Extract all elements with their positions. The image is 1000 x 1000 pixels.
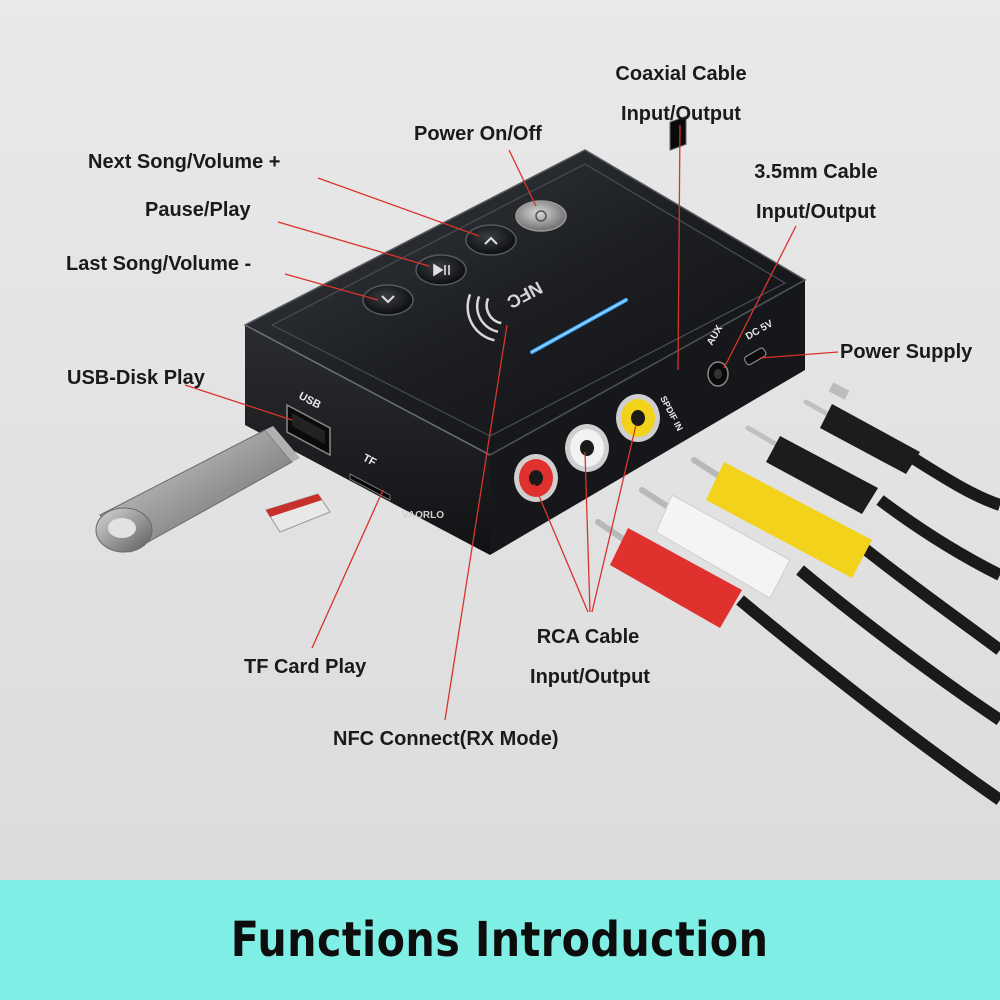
play-pause-icon: [433, 263, 450, 277]
label-nfc-connect: NFC Connect(RX Mode): [333, 728, 559, 750]
cable-bundle: [595, 382, 1000, 805]
usb-flash-drive: [95, 426, 300, 553]
pointer-coaxial: [677, 124, 681, 371]
tf-slot-label: TF: [361, 452, 379, 469]
pause-play-button[interactable]: [415, 254, 467, 286]
keyring-hole: [108, 518, 136, 538]
tf-card-slot[interactable]: [349, 473, 391, 501]
device-top-panel-outline: [270, 163, 787, 437]
coaxial-port[interactable]: [669, 115, 687, 151]
label-power-supply: Power Supply: [840, 341, 973, 363]
pointer-power: [508, 149, 537, 207]
label-35mm-line1: 3.5mm Cable: [754, 161, 878, 183]
next-song-button[interactable]: [465, 224, 517, 256]
pointer-rca-red: [533, 483, 589, 613]
power-icon: [535, 210, 547, 222]
pointer-usb: [184, 384, 293, 421]
pointer-power-supply: [759, 351, 839, 359]
pointer-lines: [184, 124, 839, 721]
red-rca-plug: [595, 519, 742, 628]
power-button[interactable]: [515, 200, 567, 232]
device-left-face: [245, 325, 490, 555]
pointer-pause-play: [277, 221, 430, 267]
rca-red-jack[interactable]: [514, 454, 558, 502]
pointer-last-song: [284, 273, 379, 301]
white-rca-plug: [639, 487, 791, 599]
brand-logo: VAORLO: [402, 510, 444, 521]
pointer-next-song: [317, 177, 480, 237]
pointer-rca-yellow: [591, 424, 637, 613]
label-power: Power On/Off: [414, 123, 542, 145]
label-rca-line2: Input/Output: [530, 666, 650, 688]
chevron-down-icon: [381, 295, 395, 304]
footer-banner: Functions Introduction: [0, 880, 1000, 1000]
label-next-song: Next Song/Volume +: [88, 151, 281, 173]
coax-plug: [828, 382, 850, 400]
device-illustration: NFC USB: [0, 0, 1000, 880]
chevron-up-icon: [484, 236, 498, 245]
label-35mm-line2: Input/Output: [756, 201, 876, 223]
pointer-rca-white: [584, 451, 591, 613]
label-coaxial-line1: Coaxial Cable: [615, 63, 747, 85]
label-coaxial-line2: Input/Output: [621, 103, 741, 125]
pointer-tf: [311, 489, 384, 649]
dc-power-port[interactable]: [743, 347, 767, 366]
aux-jack[interactable]: [707, 361, 729, 387]
rca-white-jack[interactable]: [565, 424, 609, 472]
label-usb-disk: USB-Disk Play: [67, 367, 205, 389]
last-song-button[interactable]: [362, 284, 414, 316]
usb-c-power-plug: [803, 399, 920, 474]
rca-yellow-jack[interactable]: [616, 394, 660, 442]
label-pause-play: Pause/Play: [145, 199, 251, 221]
receiver-device: NFC USB: [243, 115, 807, 555]
pointer-aux: [723, 225, 797, 369]
aux-35mm-plug: [745, 425, 878, 514]
label-tf-card: TF Card Play: [244, 656, 367, 678]
pointer-nfc: [444, 324, 508, 721]
micro-sd-card: [265, 493, 331, 533]
label-last-song: Last Song/Volume -: [66, 253, 252, 275]
label-rca-line1: RCA Cable: [536, 626, 640, 648]
footer-title: Functions Introduction: [231, 912, 769, 968]
yellow-rca-plug: [691, 457, 872, 578]
usb-port[interactable]: [286, 403, 331, 457]
